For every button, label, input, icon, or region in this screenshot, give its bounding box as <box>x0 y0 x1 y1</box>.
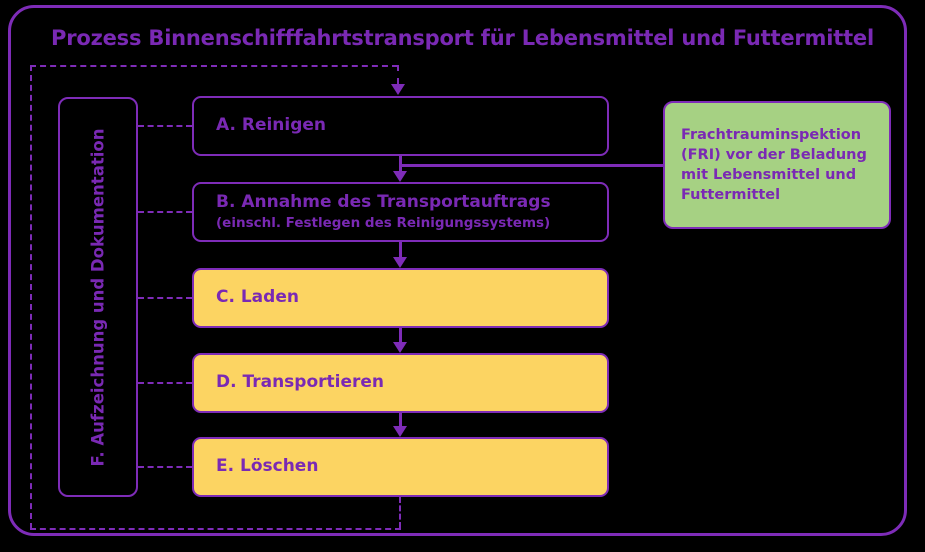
loop-segment-left <box>30 65 32 529</box>
inspection-note-text: Frachtrauminspektion (FRI) vor der Belad… <box>681 125 867 205</box>
stage-box-e[interactable]: E. Löschen <box>192 437 609 497</box>
doc-connector-b <box>138 211 192 213</box>
loop-arrowhead-into-a <box>391 84 405 95</box>
flow-arrow-d-to-e <box>393 426 407 437</box>
stage-box-c[interactable]: C. Laden <box>192 268 609 328</box>
note-line-4: Futtermittel <box>681 187 781 203</box>
flow-line-c-to-d <box>399 328 402 342</box>
stage-label-c: C. Laden <box>216 287 299 308</box>
documentation-box[interactable]: F. Aufzeichnung und Dokumentation <box>58 97 138 497</box>
documentation-box-label: F. Aufzeichnung und Dokumentation <box>88 128 108 466</box>
note-line-3: mit Lebensmittel und <box>681 167 857 183</box>
loop-segment-down-into-a <box>397 65 399 84</box>
stage-label-b: B. Annahme des Transportauftrags <box>216 191 551 212</box>
stage-box-a[interactable]: A. Reinigen <box>192 96 609 156</box>
flow-line-d-to-e <box>399 413 402 426</box>
stage-box-b[interactable]: B. Annahme des Transportauftrags (einsch… <box>192 182 609 242</box>
note-line-2: (FRI) vor der Beladung <box>681 147 867 163</box>
flow-arrow-b-to-c <box>393 257 407 268</box>
flow-arrow-a-to-b <box>393 171 407 182</box>
loop-segment-bottom <box>30 528 401 530</box>
outer-frame <box>8 5 907 536</box>
note-line-1: Frachtrauminspektion <box>681 127 862 143</box>
doc-connector-d <box>138 382 192 384</box>
flow-arrow-c-to-d <box>393 342 407 353</box>
loop-segment-top <box>30 65 398 67</box>
doc-connector-c <box>138 297 192 299</box>
note-connector-line <box>399 164 665 167</box>
flow-line-b-to-c <box>399 242 402 257</box>
doc-connector-e <box>138 466 192 468</box>
stage-sublabel-b: (einschl. Festlegen des Reinigungssystem… <box>216 215 551 232</box>
stage-label-e: E. Löschen <box>216 456 319 477</box>
loop-segment-down-from-e <box>399 497 401 528</box>
inspection-note-box[interactable]: Frachtrauminspektion (FRI) vor der Belad… <box>663 101 891 229</box>
page-title: Prozess Binnenschifffahrtstransport für … <box>51 26 874 50</box>
stage-label-a: A. Reinigen <box>216 115 327 136</box>
stage-box-d[interactable]: D. Transportieren <box>192 353 609 413</box>
stage-label-d: D. Transportieren <box>216 372 385 393</box>
doc-connector-a <box>138 125 192 127</box>
